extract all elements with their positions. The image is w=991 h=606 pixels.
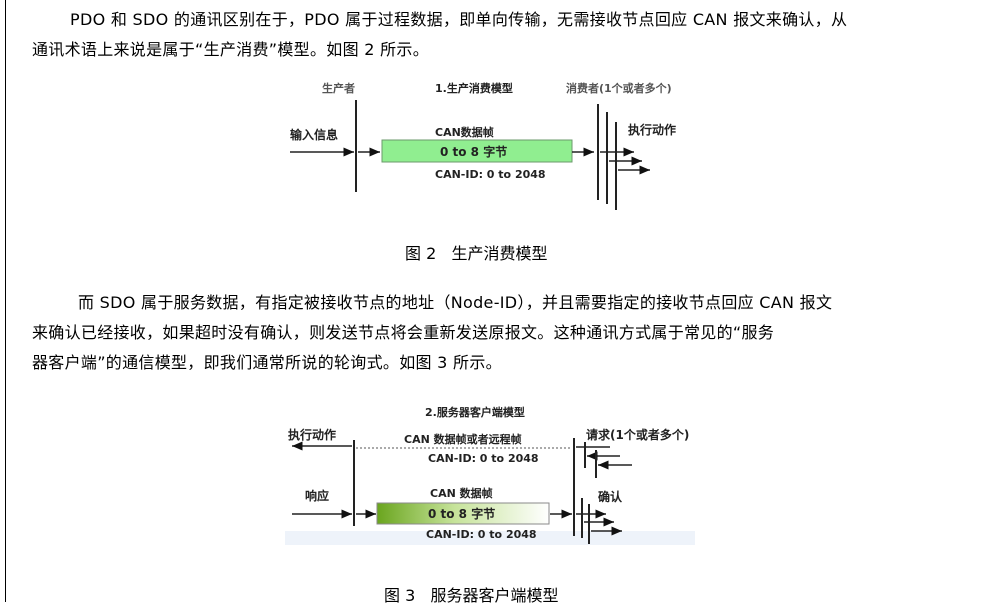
figure-2-caption: 图 2 生产消费模型 <box>405 244 548 263</box>
response-label: 响应 <box>305 488 329 503</box>
paragraph-line: 而 SDO 属于服务数据，有指定被接收节点的地址（Node-ID），并且需要指定… <box>78 293 833 312</box>
figure-producer-consumer-diagram: 生产者 1.生产消费模型 消费者(1个或者多个) 输入信息 CAN数据帧 0 t… <box>280 72 710 212</box>
can-data-frame-box <box>376 502 550 525</box>
producer-label: 生产者 <box>322 81 355 95</box>
paragraph-pdo-sdo: PDO 和 SDO 的通讯区别在于，PDO 属于过程数据，即单向传输，无需接收节… <box>32 5 952 65</box>
can-frame-label: CAN数据帧 <box>435 125 494 139</box>
can-data-frame-box <box>381 139 573 163</box>
figure-title: 2.服务器客户端模型 <box>425 405 525 419</box>
page-left-border <box>5 0 6 602</box>
paragraph-line: 来确认已经接收，如果超时没有确认，则发送节点将会重新发送原报文。这种通讯方式属于… <box>32 323 775 342</box>
execute-action-label: 执行动作 <box>288 427 336 442</box>
confirm-label: 确认 <box>598 489 623 504</box>
figure-server-client-diagram: 2.服务器客户端模型 执行动作 CAN 数据帧或者远程帧 CAN-ID: 0 t… <box>280 398 710 548</box>
input-info-label: 输入信息 <box>290 127 338 142</box>
paragraph-line: 通讯术语上来说是属于“生产消费”模型。如图 2 所示。 <box>32 40 430 59</box>
paragraph-line: PDO 和 SDO 的通讯区别在于，PDO 属于过程数据，即单向传输，无需接收节… <box>70 10 848 29</box>
can-id-label: CAN-ID: 0 to 2048 <box>435 168 546 181</box>
execute-action-label: 执行动作 <box>628 122 676 137</box>
figure-3-caption: 图 3 服务器客户端模型 <box>384 586 559 605</box>
paragraph-line: 器客户端”的通信模型，即我们通常所说的轮询式。如图 3 所示。 <box>32 353 502 372</box>
remote-frame-label: CAN 数据帧或者远程帧 <box>404 432 522 446</box>
can-frame-label: CAN 数据帧 <box>430 486 493 500</box>
frame-can-id-label: CAN-ID: 0 to 2048 <box>426 528 537 541</box>
consumer-label: 消费者(1个或者多个) <box>566 81 672 95</box>
remote-can-id-label: CAN-ID: 0 to 2048 <box>428 452 539 465</box>
request-label: 请求(1个或者多个) <box>586 427 689 442</box>
paragraph-sdo: 而 SDO 属于服务数据，有指定被接收节点的地址（Node-ID），并且需要指定… <box>32 288 952 378</box>
figure-title: 1.生产消费模型 <box>435 81 513 95</box>
frame-bytes-label: 0 to 8 字节 <box>440 144 507 159</box>
frame-bytes-label: 0 to 8 字节 <box>428 506 495 521</box>
